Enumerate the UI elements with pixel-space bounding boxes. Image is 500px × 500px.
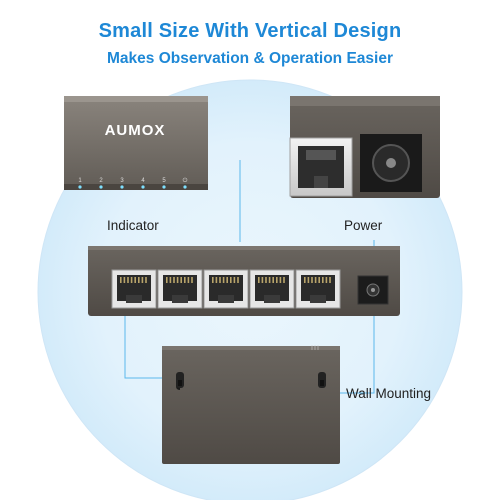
ethernet-port-icon [289, 137, 353, 197]
wall-mount-slot-icon [176, 366, 184, 390]
wall-mount-view [162, 345, 340, 464]
ethernet-port-icon [295, 269, 341, 309]
brand-logo: AUMOX [105, 122, 166, 139]
indicator-led [78, 185, 82, 189]
page-title: Small Size With Vertical Design [98, 20, 402, 42]
indicator-led [120, 185, 124, 189]
indicator-led [99, 185, 103, 189]
indicator-number: 2 [99, 178, 103, 184]
indicator-number: 1 [78, 178, 82, 184]
leader-lines [124, 160, 375, 394]
power-jack-icon [360, 134, 422, 192]
indicator-panel: AUMOX 1 2 3 4 5 ⏻ [64, 96, 208, 190]
ethernet-port-icon [157, 269, 203, 309]
front-view [88, 246, 400, 316]
power-label: Power [344, 218, 383, 233]
wall-mounting-label: Wall Mounting [346, 386, 431, 401]
indicator-label: Indicator [107, 218, 159, 233]
page-subtitle: Makes Observation & Operation Easier [107, 50, 393, 67]
indicator-number: 4 [141, 178, 145, 184]
power-jack-icon [357, 275, 389, 305]
indicator-number: ⏻ [183, 177, 188, 184]
wall-mount-slot-icon [318, 372, 326, 388]
ethernet-port-icon [111, 269, 157, 309]
indicator-number: 5 [162, 178, 166, 184]
indicator-led [183, 185, 187, 189]
power-closeup [289, 96, 440, 198]
ethernet-port-icon [249, 269, 295, 309]
indicator-number: 3 [120, 178, 124, 184]
indicator-led [141, 185, 145, 189]
indicator-led [162, 185, 166, 189]
ethernet-port-icon [203, 269, 249, 309]
